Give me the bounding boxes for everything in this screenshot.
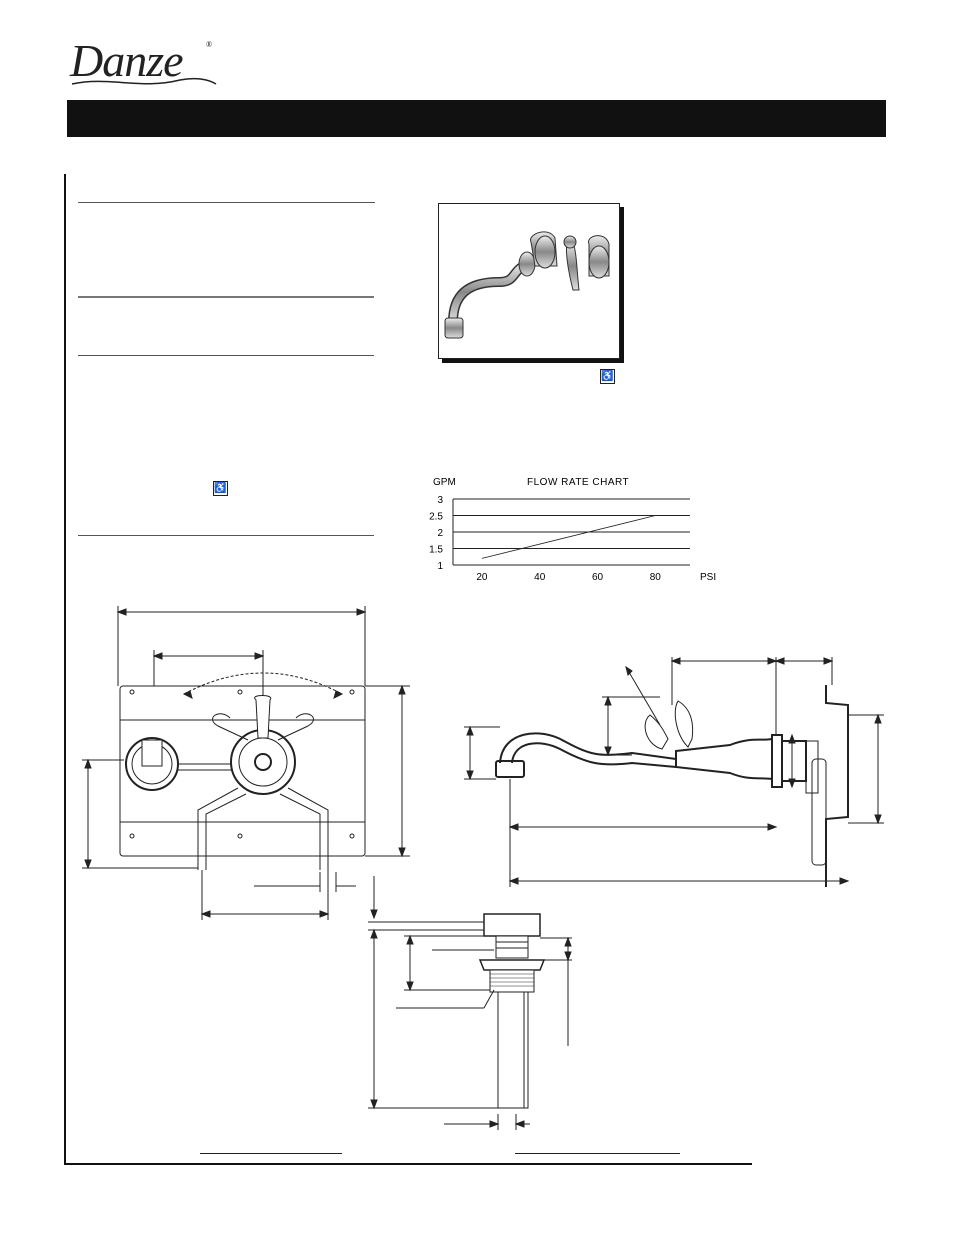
chart-y-tick-label: 2.5 (429, 512, 443, 523)
chart-x-tick-labels: 20 40 60 80 (476, 572, 661, 583)
faucet-illustration (444, 231, 610, 339)
frame-bottom-border (64, 1163, 752, 1165)
chart-gridlines (452, 498, 690, 566)
section-divider (78, 296, 374, 298)
section-divider (78, 202, 375, 203)
chart-y-tick-label: 1.5 (429, 545, 443, 556)
chart-ylabel: GPM (433, 477, 456, 488)
chart-title: FLOW RATE CHART (527, 477, 629, 488)
drain-drawing (368, 876, 572, 1130)
front-view-drawing (82, 606, 410, 920)
flow-rate-chart: GPM FLOW RATE CHART PSI 1 1.5 2 2.5 3 20 40 60… (429, 477, 716, 583)
chart-x-tick-label: 80 (650, 572, 662, 583)
chart-series (481, 515, 656, 559)
product-photo (438, 203, 620, 359)
registered-mark: ® (206, 40, 213, 49)
logo-swoosh (71, 77, 217, 85)
wheelchair-icon: ♿ (213, 481, 228, 496)
chart-x-tick-label: 40 (534, 572, 546, 583)
chart-y-tick-labels: 1 1.5 2 2.5 3 (429, 495, 443, 572)
frame-left-border (64, 174, 66, 1165)
chart-xlabel: PSI (700, 572, 716, 583)
chart-y-tick-label: 3 (437, 495, 443, 506)
side-view-drawing (464, 657, 884, 887)
header-bar (67, 100, 886, 137)
logo-wordmark: Danze (70, 35, 184, 86)
chart-y-tick-label: 2 (437, 528, 443, 539)
chart-x-tick-label: 60 (592, 572, 604, 583)
chart-series-line (481, 515, 656, 559)
label-underline (200, 1153, 342, 1154)
wheelchair-icon: ♿ (600, 369, 615, 384)
chart-y-tick-label: 1 (437, 561, 443, 572)
chart-x-tick-label: 20 (476, 572, 488, 583)
section-divider (78, 355, 374, 356)
label-underline (515, 1153, 680, 1154)
danze-logo: Danze ® (70, 34, 220, 94)
section-divider (78, 535, 374, 536)
